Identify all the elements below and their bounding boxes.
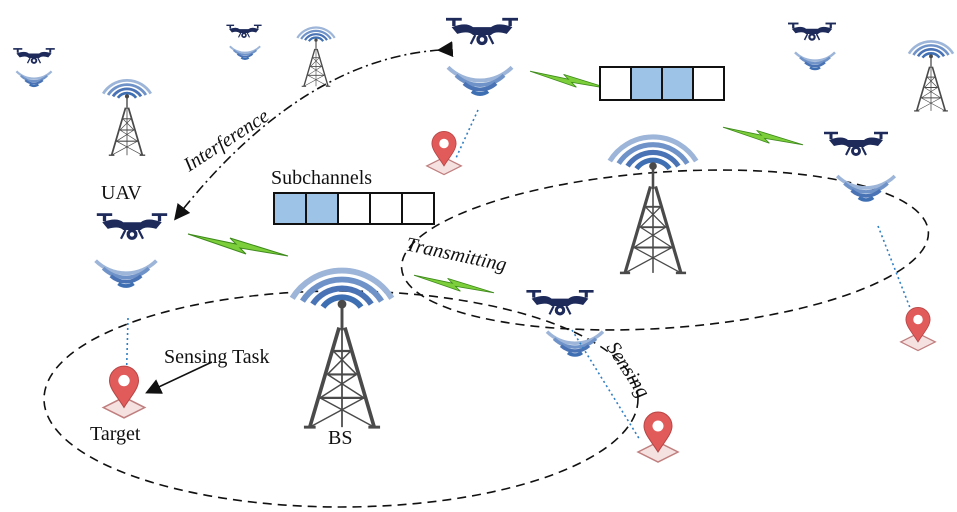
subchannel-bar-bs <box>273 192 435 225</box>
subchannel-cell <box>305 192 339 225</box>
uav-right <box>822 131 890 158</box>
waves-bg-top <box>228 45 262 60</box>
subchannel-cell <box>692 66 725 101</box>
interference-label: Interference <box>179 105 273 177</box>
target-pin-left <box>102 365 146 419</box>
target-pin-right <box>900 306 936 352</box>
sense-line-center <box>571 329 641 441</box>
subchannel-cell <box>661 66 694 101</box>
subchannel-bar-right-bs <box>599 66 725 101</box>
sensing-label: Sensing <box>602 338 654 402</box>
right-bs-tower <box>610 137 696 273</box>
interference-arrow <box>174 41 454 221</box>
link-uav-top-to-right-bs <box>530 70 610 90</box>
target-pin-center <box>637 411 679 463</box>
right-bs-coverage-ellipse <box>400 169 930 331</box>
uav-top <box>444 17 520 47</box>
bs-tower <box>292 271 392 428</box>
subchannel-cell <box>630 66 663 101</box>
bs-label: BS <box>328 427 352 449</box>
subchannel-cell <box>401 192 435 225</box>
sense-line-right <box>877 225 915 319</box>
link-bs-to-uav-center <box>413 274 495 294</box>
sense-line-top <box>455 109 479 159</box>
waves-bg-left <box>15 70 53 88</box>
sensing-task-label: Sensing Task <box>164 346 269 368</box>
waves-uav-right <box>835 174 897 202</box>
tower-bg-left <box>101 78 153 157</box>
uav-bg-top <box>225 24 263 39</box>
subchannel-cell <box>599 66 632 101</box>
subchannel-cell <box>337 192 371 225</box>
link-uav-left-to-bs <box>187 233 289 257</box>
link-right-bs-to-uav-right <box>722 126 804 146</box>
waves-bg-right <box>793 51 837 71</box>
subchannel-cell <box>273 192 307 225</box>
tower-bg-right <box>907 40 955 113</box>
transmitting-label: Transmitting <box>404 233 509 276</box>
target-label: Target <box>90 423 141 445</box>
uav-center <box>524 289 596 318</box>
sensing-task-arrow <box>145 361 213 394</box>
target-pin-top <box>426 130 462 176</box>
uav-bg-right <box>786 22 838 42</box>
uav-label: UAV <box>101 182 142 204</box>
tower-bg-top <box>296 26 336 88</box>
uav-left <box>95 212 169 242</box>
waves-uav-left <box>93 258 159 288</box>
subchannels-label: Subchannels <box>271 167 372 189</box>
subchannel-cell <box>369 192 403 225</box>
uav-bg-left <box>12 47 56 65</box>
waves-uav-top <box>446 65 514 96</box>
